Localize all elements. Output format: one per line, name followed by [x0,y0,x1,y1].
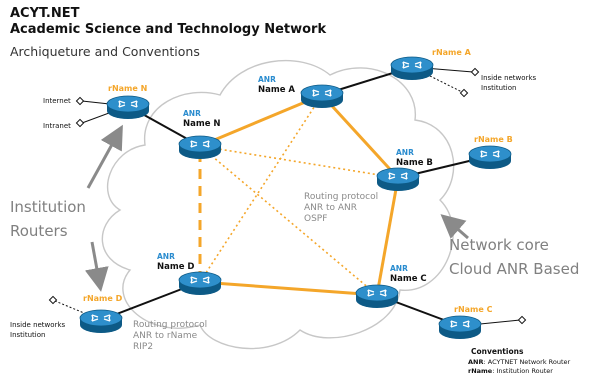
endpoint-label-internet: Internet [43,97,71,105]
conventions-title: Conventions [471,347,524,356]
router-label-name-a: Name A [258,85,295,95]
rname-label-c: rName C [454,305,493,314]
link-a-d [199,94,323,283]
arrow-icon-core [440,214,469,240]
router-label-name-n: Name N [183,119,221,129]
router-icon-name-n [178,135,222,160]
rname-label-n: rName N [108,84,147,93]
anr-tag-b: ANR [396,148,414,157]
network-endpoint-icon [459,88,469,98]
diagram-subtitle: Archiqueture and Conventions [10,44,200,59]
endpoint-label-inside-d-2: Institution [10,331,45,339]
anr-tag-c: ANR [390,264,408,273]
network-endpoint-icon [75,118,85,128]
annotation-core-1: Network core [449,236,549,254]
router-label-name-b: Name B [396,158,433,168]
conventions-anr: ANR: ACYTNET Network Router [468,358,571,366]
router-icon-rname-a [390,56,434,81]
endpoint-label-intranet: Intranet [43,122,71,130]
router-icon-rname-n [106,95,150,120]
network-endpoint-icon [517,315,527,325]
annotation-ospf-2: ANR to ANR [304,203,357,213]
arrow-icon-institution-up [86,124,123,189]
router-label-name-d: Name D [157,262,195,272]
annotation-ospf-1: Routing protocol [304,192,378,202]
anr-tag-d: ANR [157,252,175,261]
arrow-icon-institution-down [84,241,109,292]
anr-tag-n: ANR [183,109,201,118]
network-endpoint-icon [48,295,58,305]
link-b-c [375,177,400,296]
network-cloud [101,59,455,350]
router-icon-name-b [376,167,420,192]
rname-label-b: rName B [474,135,513,144]
rname-label-a: rName A [432,48,472,57]
router-icon-name-a [300,84,344,109]
network-name: ACYT.NET [10,6,80,21]
conventions-rname: rName: Institution Router [468,367,553,375]
endpoint-label-inside-a-2: Institution [481,84,516,92]
endpoint-label-inside-d-1: Inside networks [10,321,65,329]
link-d-c [199,280,378,297]
link-a-b [320,93,400,180]
link-n-c [199,145,378,296]
annotation-institution-1: Institution [10,198,86,216]
link-n-b [199,145,399,179]
network-full-name: Academic Science and Technology Network [10,22,327,37]
anr-tag-a: ANR [258,75,276,84]
annotation-rip-3: RIP2 [133,342,153,352]
link-n-a [199,93,323,148]
router-icon-name-c [355,284,399,309]
router-icon-rname-d [79,309,123,334]
network-endpoint-icon [470,67,480,77]
router-label-name-c: Name C [390,274,427,284]
annotation-rip-1: Routing protocol [133,320,207,330]
annotation-ospf-3: OSPF [304,214,327,224]
rname-label-d: rName D [83,294,123,303]
router-icon-rname-c [438,315,482,340]
endpoint-label-inside-a-1: Inside networks [481,74,536,82]
annotation-core-2: Cloud ANR Based [449,260,579,278]
annotation-institution-2: Routers [10,222,68,240]
router-icon-name-d [178,271,222,296]
annotation-rip-2: ANR to rName [133,331,198,341]
network-endpoint-icon [75,96,85,106]
router-icon-rname-b [468,145,512,170]
